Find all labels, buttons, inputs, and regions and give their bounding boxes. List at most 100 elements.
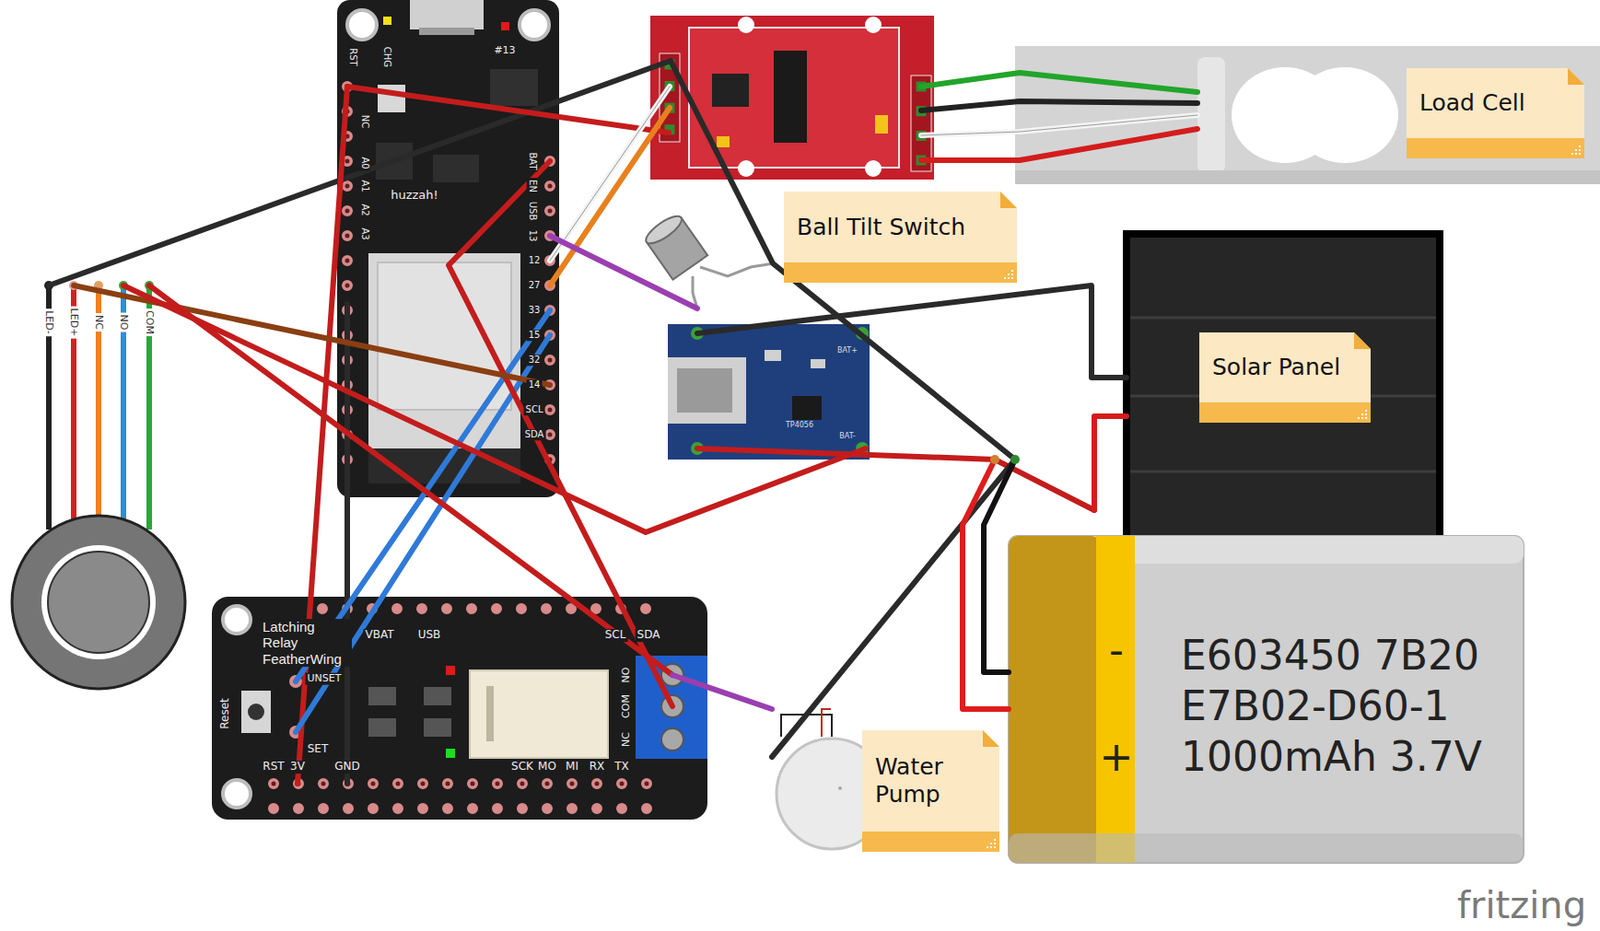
pin-label: EN (526, 177, 538, 195)
pin-label: RST (260, 760, 286, 774)
pin-label: MO (536, 760, 559, 774)
pin-label: TP4056 (783, 420, 816, 430)
pin-label: BAT- (837, 432, 857, 441)
note-grip (986, 846, 989, 849)
pin-label: 12 (526, 255, 543, 267)
force-sensor (11, 280, 186, 690)
note-text: Ball Tilt Switch (796, 213, 966, 242)
note-grip (993, 839, 996, 841)
note-band (783, 262, 1017, 283)
pin-label: SET (305, 743, 331, 757)
pin-label: VBAT (362, 629, 396, 643)
pin-label: 14 (526, 379, 543, 391)
note-box: Water Pump (862, 730, 1000, 853)
note-box: Ball Tilt Switch (783, 191, 1017, 283)
pin-label: USB (526, 199, 538, 223)
note-body (1199, 332, 1371, 423)
battery-marking: 1000mAh 3.7V (1179, 734, 1484, 782)
wire-label: LED+ (68, 306, 81, 339)
load-cell (1015, 46, 1600, 185)
note-grip (1578, 149, 1581, 152)
note-grip (1011, 269, 1014, 272)
note-grip (1007, 277, 1010, 280)
pin-label: RST (347, 46, 359, 68)
note-box: Solar Panel (1199, 332, 1371, 423)
wire-label: NO (117, 313, 130, 333)
note-fold (1354, 332, 1371, 350)
note-body (783, 191, 1017, 283)
note-grip (1575, 149, 1577, 152)
note-grip (990, 846, 993, 849)
pin-label: SCL (603, 629, 629, 643)
pin-label: Reset (219, 696, 233, 732)
note-grip (1357, 417, 1360, 420)
pin-label: GND (332, 760, 363, 774)
note-band (862, 831, 1000, 853)
pin-label: 13 (526, 228, 538, 245)
note-box: Load Cell (1406, 68, 1585, 159)
board-name: Latching Relay FeatherWing (260, 618, 352, 667)
note-fold (982, 730, 1000, 748)
note-grip (1365, 413, 1367, 416)
note-grip (1007, 273, 1010, 276)
pin-label: COM (620, 692, 633, 721)
note-body (1406, 68, 1585, 159)
hx711-board (650, 15, 935, 180)
pin-label: A3 (359, 225, 371, 242)
note-grip (1578, 145, 1581, 148)
note-grip (1011, 273, 1014, 276)
pin-label: BAT+ (835, 346, 860, 355)
watermark: fritzing (1455, 884, 1589, 927)
pin-label: 3V (288, 760, 307, 774)
pin-label: NO (620, 665, 633, 686)
wire-label: COM (143, 308, 156, 337)
pin-label: RX (587, 760, 608, 774)
note-band (1406, 138, 1585, 159)
battery-marking: E603450 7B20 (1179, 632, 1482, 680)
note-grip (1004, 277, 1006, 280)
note-grip (990, 842, 993, 845)
note-grip (993, 846, 996, 849)
tp4056-charger (667, 324, 870, 460)
solar-panel (1126, 233, 1440, 546)
pin-label: TX (612, 760, 631, 774)
pin-label: A2 (359, 201, 371, 218)
note-grip (1361, 417, 1364, 420)
note-body (862, 730, 1000, 853)
pin-label: SCK (509, 760, 536, 774)
pin-label: BAT (526, 150, 538, 172)
wire-label: LED- (43, 308, 56, 337)
polarity-mark: + (1097, 734, 1136, 782)
pin-label: 15 (526, 329, 543, 341)
pin-label: 32 (526, 354, 543, 366)
pin-label: A0 (359, 154, 371, 171)
note-text: Load Cell (1419, 89, 1526, 117)
note-grip (1571, 152, 1574, 155)
note-grip (1365, 417, 1367, 420)
pin-label: #13 (491, 45, 517, 58)
pin-label: 27 (526, 280, 543, 292)
pin-label: A1 (359, 177, 371, 194)
pin-label: SDA (523, 429, 547, 441)
lipo-battery (1008, 536, 1524, 864)
polarity-mark: - (1107, 627, 1126, 675)
pin-label: CHG (381, 45, 393, 70)
board-name: huzzah! (388, 188, 441, 203)
note-grip (1575, 152, 1577, 155)
note-band (1199, 402, 1371, 423)
wires (48, 60, 1198, 784)
note-fold (1567, 68, 1585, 85)
pin-label: NC (359, 113, 371, 130)
pin-label: UNSET (305, 673, 344, 686)
note-grip (993, 842, 996, 845)
note-grip (1365, 409, 1367, 412)
note-grip (1011, 277, 1014, 280)
pin-label: SDA (635, 629, 663, 643)
note-grip (1578, 152, 1581, 155)
battery-marking: E7B02-D60-1 (1179, 683, 1452, 731)
note-grip (1361, 413, 1364, 416)
pin-label: 33 (526, 304, 543, 316)
